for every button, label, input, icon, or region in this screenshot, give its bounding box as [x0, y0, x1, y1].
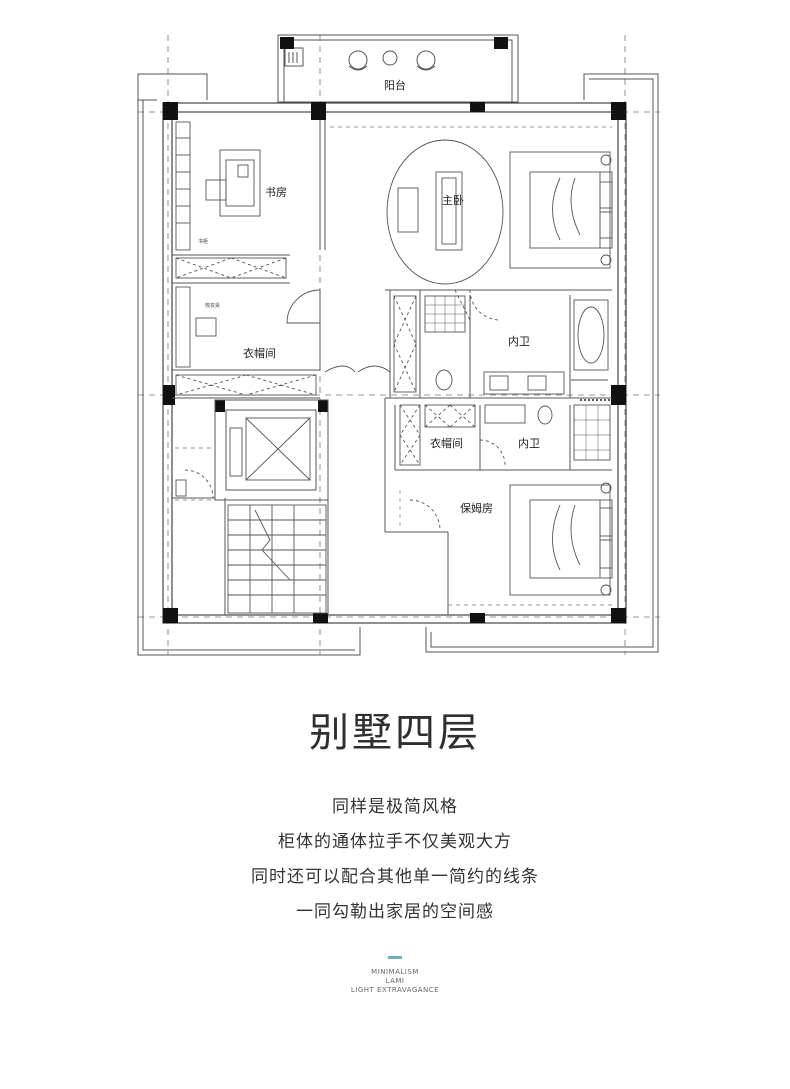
dressing-note-label: 梳妆桌 [205, 302, 220, 309]
wardrobe-2-bath-2-fixtures [399, 399, 612, 466]
brand-block: MINIMALISM LAMI LIGHT EXTRAVAGANCE [0, 968, 790, 995]
nanny-room-furniture [409, 482, 613, 596]
floor-plan: 阳台 [137, 34, 660, 656]
description-line-2: 柜体的通体拉手不仅美观大方 [278, 832, 512, 852]
accent-bar [388, 956, 402, 959]
brand-line-2: LAMI [385, 977, 405, 985]
bathroom-1-label: 内卫 [508, 334, 530, 348]
exterior-walls [162, 102, 627, 624]
master-bedroom-label: 主卧 [442, 194, 464, 207]
nanny-room-label: 保姆房 [460, 501, 493, 515]
balcony-label: 阳台 [384, 78, 406, 92]
brand-line-3: LIGHT EXTRAVAGANCE [350, 986, 440, 994]
elevator-and-stairs [175, 417, 327, 614]
wardrobe-2-label: 衣帽间 [430, 436, 463, 450]
wardrobe-1-furniture [175, 286, 391, 396]
bathroom-2-label: 内卫 [518, 436, 540, 450]
bathroom-1-fixtures [393, 289, 609, 395]
balcony [277, 34, 519, 103]
columns [163, 37, 626, 623]
description-line-3: 同时还可以配合其他单一简约的线条 [251, 867, 539, 887]
brand-line-1: MINIMALISM [371, 968, 419, 976]
study-furniture [175, 121, 321, 324]
study-note-label: 书柜 [198, 238, 208, 245]
study-label: 书房 [265, 186, 287, 199]
axis-lines [138, 35, 660, 655]
wardrobe-1-label: 衣帽间 [243, 346, 276, 360]
description: 同样是极简风格 柜体的通体拉手不仅美观大方 同时还可以配合其他单一简约的线条 一… [0, 790, 790, 930]
terrace-outline [137, 73, 659, 656]
description-line-4: 一同勾勒出家居的空间感 [296, 902, 494, 922]
page-title: 别墅四层 [309, 710, 481, 756]
master-bedroom-furniture [386, 139, 613, 285]
dashed-hints [175, 126, 612, 606]
description-line-1: 同样是极简风格 [332, 797, 458, 817]
interior-walls [172, 120, 612, 615]
